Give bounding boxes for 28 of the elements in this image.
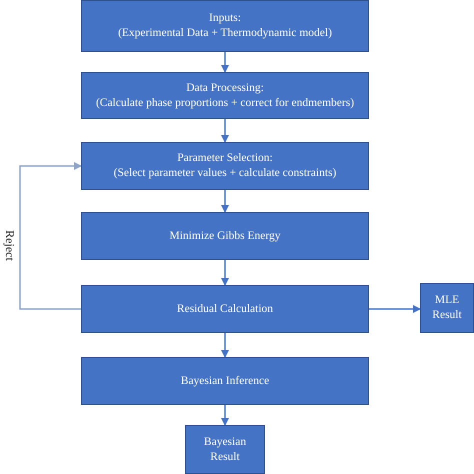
arrow: [221, 119, 229, 143]
box-text: Parameter Selection:: [177, 151, 273, 166]
arrow: [221, 52, 229, 73]
box-text: Bayesian Inference: [180, 374, 270, 388]
process-box: [81, 72, 369, 119]
process-box: [81, 357, 369, 405]
edge-label: Reject: [1, 230, 16, 261]
arrow: [369, 305, 421, 313]
box-text: Bayesian Result: [202, 434, 248, 464]
box-text: Data Processing:: [186, 80, 264, 96]
box-text: Residual Calculation: [176, 302, 274, 316]
box-text: (Experimental Data + Thermodynamic model): [118, 26, 332, 41]
process-box: [81, 285, 369, 333]
arrow: [19, 162, 82, 310]
box-text: (Calculate phase proportions + correct for endmembers): [96, 96, 354, 110]
process-box: [420, 283, 474, 333]
arrow: [221, 333, 229, 358]
arrow: [221, 405, 229, 426]
arrow: [221, 190, 229, 213]
box-text: Minimize Gibbs Energy: [170, 228, 280, 244]
box-text: (Select parameter values + calculate constraints): [114, 166, 336, 181]
box-text: Inputs:: [209, 11, 241, 26]
process-box: [81, 212, 369, 260]
process-box: [81, 142, 369, 190]
process-box: [81, 0, 369, 52]
box-text: MLE Result: [431, 293, 463, 323]
process-box: [185, 425, 265, 474]
arrow: [221, 260, 229, 286]
